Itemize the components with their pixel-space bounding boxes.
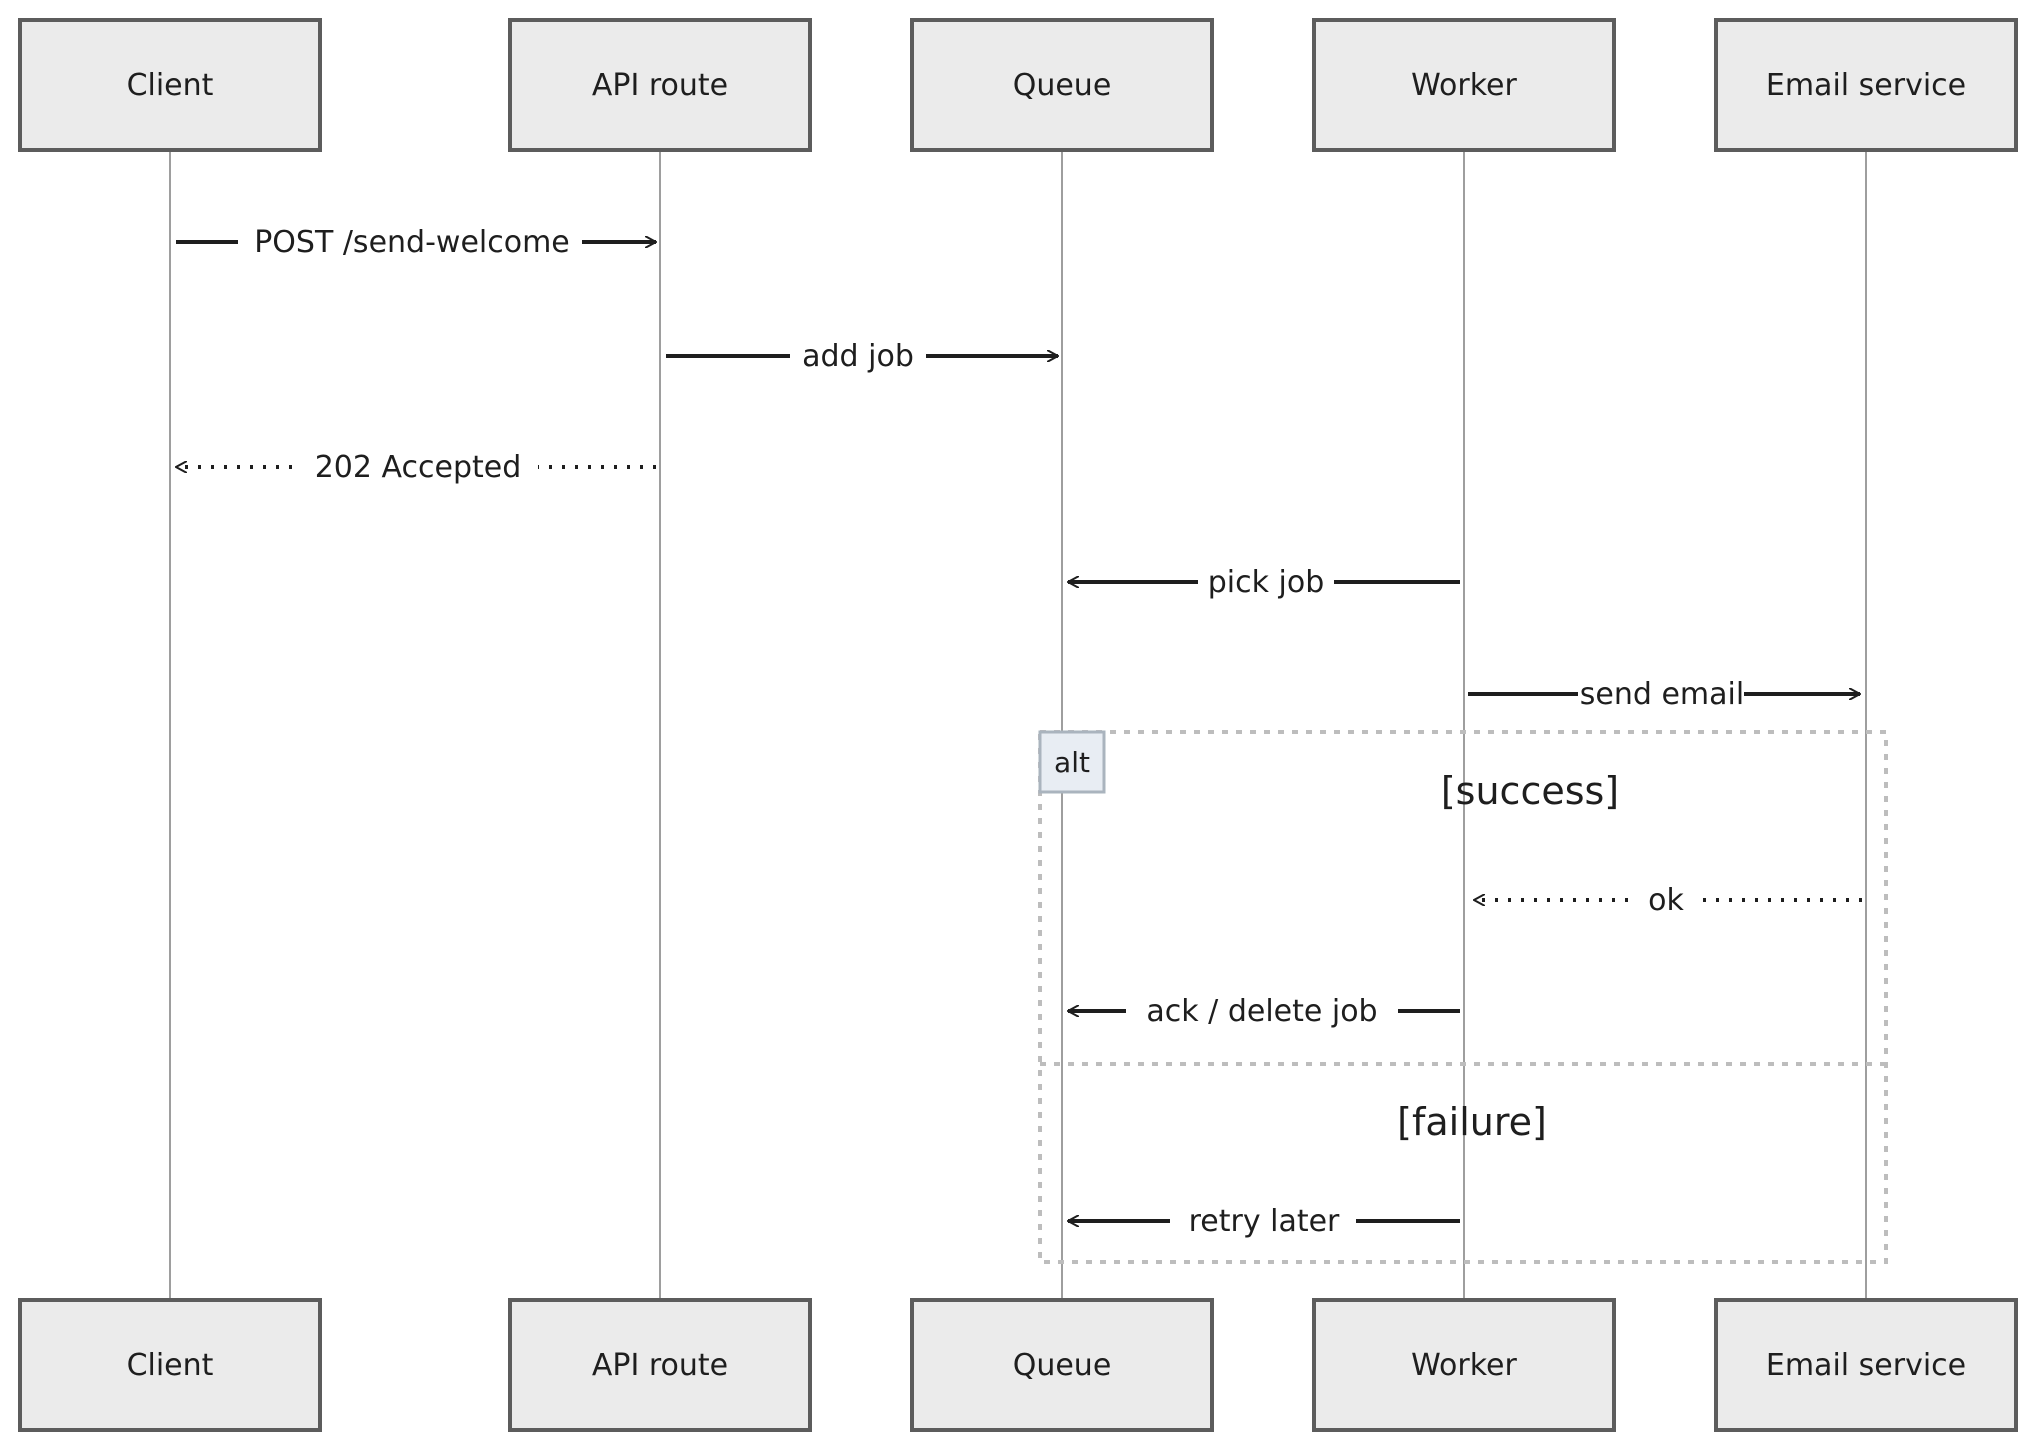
participant-label-api-route: API route xyxy=(592,68,728,103)
message-label-ok: ok xyxy=(1648,883,1684,918)
message-label-ack-delete-job: ack / delete job xyxy=(1146,994,1377,1029)
participants-bottom: Client API route Queue Worker Email serv… xyxy=(18,1298,2018,1432)
message-label-bg xyxy=(1126,987,1398,1031)
message-label-bg xyxy=(1198,558,1334,602)
participant-box-client xyxy=(18,18,322,152)
message-label-bg xyxy=(1578,670,1744,714)
participant-label-client: Client xyxy=(127,1348,214,1383)
participant-box-api-route xyxy=(508,18,812,152)
guard-success: [success] xyxy=(1441,769,1619,813)
participant-box-client xyxy=(18,1298,322,1432)
message-label-send-email: send email xyxy=(1580,677,1744,712)
participant-label-api-route: API route xyxy=(592,1348,728,1383)
alt-frame: alt [success] [failure] xyxy=(1038,730,1888,1264)
message-label-bg xyxy=(298,443,538,487)
participant-label-client: Client xyxy=(127,68,214,103)
message-label-bg xyxy=(1170,1197,1356,1241)
message-label-bg xyxy=(790,332,926,376)
participant-label-email-service: Email service xyxy=(1766,68,1966,103)
lifelines xyxy=(169,150,1867,1300)
participant-box-queue xyxy=(910,1298,1214,1432)
participant-label-queue: Queue xyxy=(1013,68,1112,103)
message-label-post-send-welcome: POST /send-welcome xyxy=(254,225,570,260)
guard-failure: [failure] xyxy=(1397,1100,1547,1144)
message-label-202-accepted: 202 Accepted xyxy=(315,450,522,485)
participant-label-email-service: Email service xyxy=(1766,1348,1966,1383)
participant-box-worker xyxy=(1312,18,1616,152)
participant-box-worker xyxy=(1312,1298,1616,1432)
participant-box-email-service xyxy=(1714,18,2018,152)
participant-box-api-route xyxy=(508,1298,812,1432)
participant-label-worker: Worker xyxy=(1411,68,1517,103)
message-label-pick-job: pick job xyxy=(1208,565,1325,600)
participant-box-email-service xyxy=(1714,1298,2018,1432)
participant-label-worker: Worker xyxy=(1411,1348,1517,1383)
message-label-bg xyxy=(1638,876,1698,920)
participant-box-queue xyxy=(910,18,1214,152)
participant-label-queue: Queue xyxy=(1013,1348,1112,1383)
message-label-add-job: add job xyxy=(802,339,914,374)
message-label-retry-later: retry later xyxy=(1189,1204,1340,1239)
messages: POST /send-welcome add job 202 Accepted … xyxy=(176,218,1862,1241)
alt-tag-box xyxy=(1038,730,1106,794)
alt-tag-label: alt xyxy=(1054,746,1090,779)
alt-frame-border xyxy=(1038,730,1888,1264)
participants-top: Client API route Queue Worker Email serv… xyxy=(18,18,2018,152)
message-label-bg xyxy=(238,218,582,262)
